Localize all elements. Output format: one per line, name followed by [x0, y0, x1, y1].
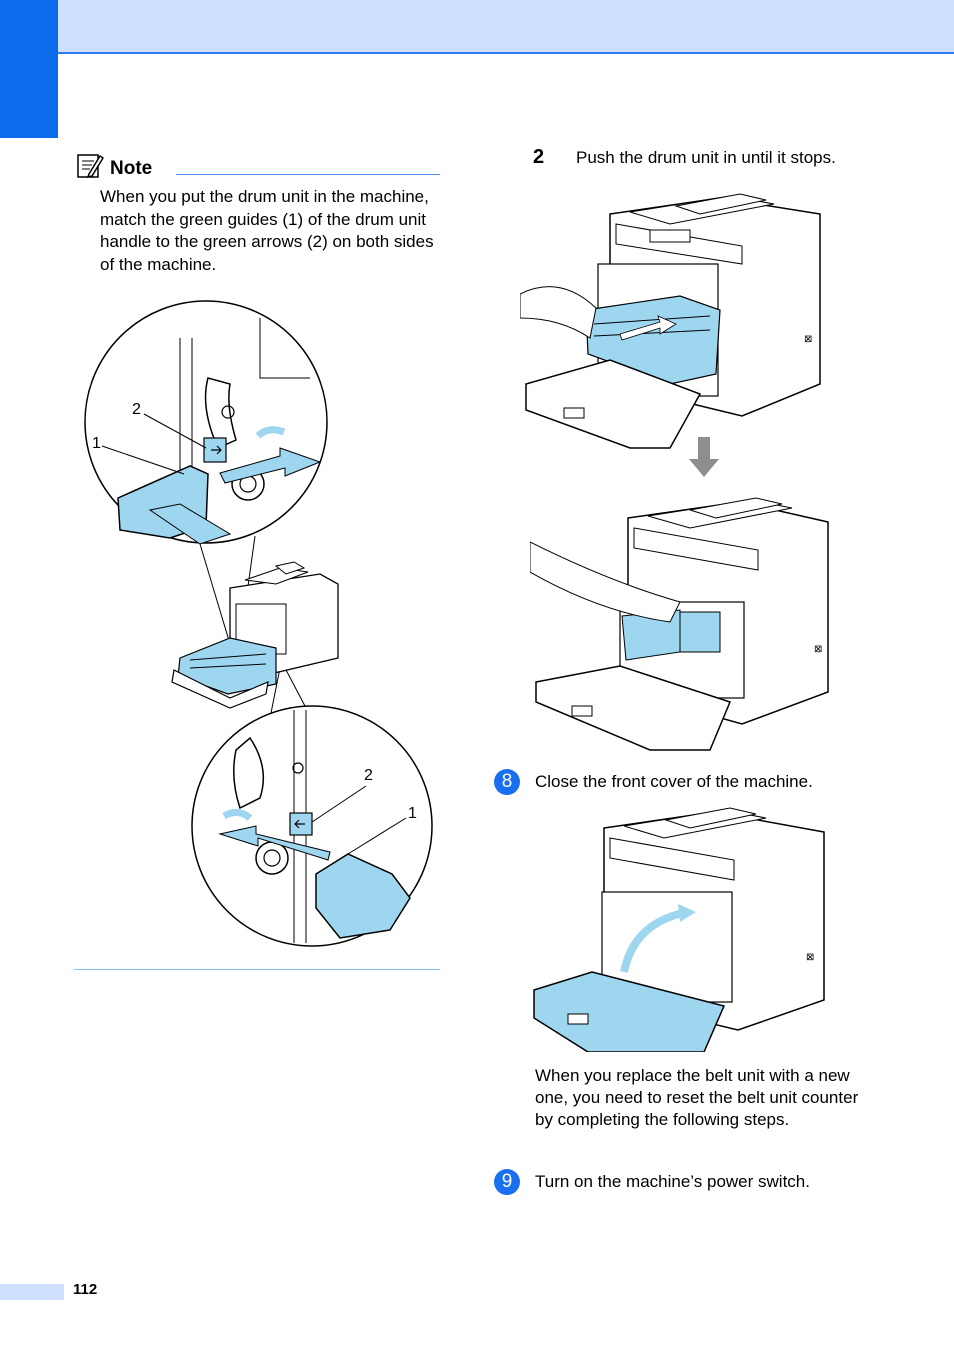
step-9-text: Turn on the machine’s power switch.: [535, 1172, 810, 1191]
note-text: When you put the drum unit in the machin…: [100, 187, 434, 274]
chapter-tab: [0, 0, 58, 138]
note-header: Note: [76, 152, 440, 186]
substep-number: 2: [533, 146, 545, 168]
note-bottom-rule: [74, 969, 440, 970]
down-arrow-icon: [689, 437, 719, 477]
page-number: 112: [73, 1281, 98, 1298]
bottom-zoom-circle: 2 1: [191, 705, 433, 947]
page-number-tab: [0, 1284, 64, 1300]
header-band: [0, 0, 954, 54]
bottom-callout-2: 2: [364, 767, 373, 784]
svg-text:⊠: ⊠: [814, 644, 822, 655]
small-machine-drawing: [171, 561, 339, 709]
belt-counter-paragraph: When you replace the belt unit with a ne…: [535, 1066, 859, 1129]
svg-text:⊠: ⊠: [806, 952, 814, 963]
bottom-callout-1: 1: [408, 805, 417, 822]
top-zoom-circle: 2 1: [84, 300, 328, 545]
svg-text:⊠: ⊠: [804, 334, 812, 345]
step-8-text: Close the front cover of the machine.: [535, 772, 813, 791]
note-title: Note: [110, 158, 153, 179]
step-9-badge: 9: [494, 1169, 520, 1195]
substep-text: Push the drum unit in until it stops.: [576, 148, 836, 167]
pencil-note-icon: [77, 154, 104, 179]
drum-installed-illustration: ⊠: [530, 497, 829, 751]
step-8-badge: 8: [494, 769, 520, 795]
note-rule: [176, 174, 440, 175]
close-cover-illustration: ⊠: [533, 807, 825, 1052]
push-drum-illustration: ⊠: [520, 193, 821, 449]
top-callout-1: 1: [92, 435, 101, 452]
top-callout-2: 2: [132, 401, 141, 418]
drum-guide-illustration: 2 1 2 1: [84, 300, 433, 947]
